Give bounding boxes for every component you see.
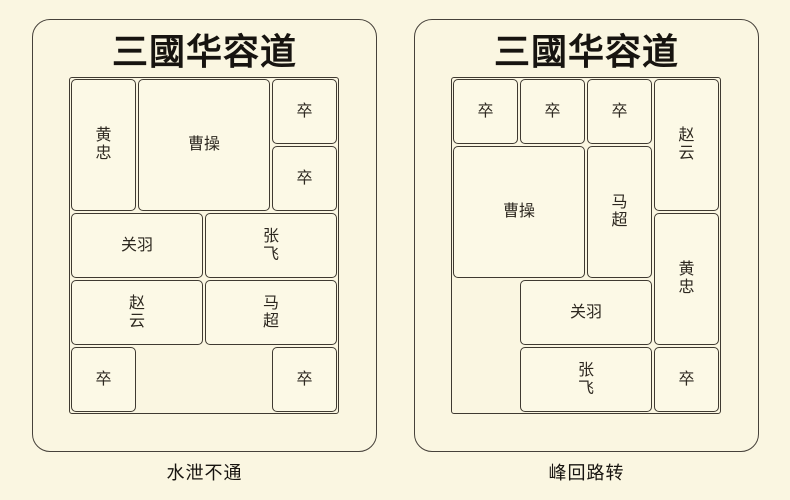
soldier-piece[interactable]: 卒 xyxy=(587,79,652,144)
ma-chao-piece[interactable]: 马 超 xyxy=(587,146,652,278)
guan-yu-piece[interactable]: 关羽 xyxy=(520,280,652,345)
cao-cao-piece[interactable]: 曹操 xyxy=(138,79,270,211)
puzzle-card-right: 三國华容道 卒卒卒赵 云曹操马 超黄 忠关羽张 飞卒 xyxy=(414,19,759,452)
zhang-fei-piece[interactable]: 张 飞 xyxy=(205,213,337,278)
huang-zhong-piece[interactable]: 黄 忠 xyxy=(654,213,719,345)
ma-chao-piece[interactable]: 马 超 xyxy=(205,280,337,345)
zhang-fei-piece[interactable]: 张 飞 xyxy=(520,347,652,412)
soldier-piece[interactable]: 卒 xyxy=(453,79,518,144)
zhao-yun-piece[interactable]: 赵 云 xyxy=(71,280,203,345)
guan-yu-piece[interactable]: 关羽 xyxy=(71,213,203,278)
soldier-piece[interactable]: 卒 xyxy=(520,79,585,144)
klotski-board-left: 黄 忠曹操卒卒关羽张 飞赵 云马 超卒卒 xyxy=(69,77,339,414)
puzzle-section-left: 三國华容道 黄 忠曹操卒卒关羽张 飞赵 云马 超卒卒 水泄不通 xyxy=(32,19,377,485)
layout-caption-right: 峰回路转 xyxy=(548,463,625,483)
puzzle-title: 三國华容道 xyxy=(111,32,297,72)
puzzle-section-right: 三國华容道 卒卒卒赵 云曹操马 超黄 忠关羽张 飞卒 峰回路转 xyxy=(414,19,759,485)
zhao-yun-piece[interactable]: 赵 云 xyxy=(654,79,719,211)
puzzle-title: 三國华容道 xyxy=(493,32,679,72)
klotski-board-right: 卒卒卒赵 云曹操马 超黄 忠关羽张 飞卒 xyxy=(451,77,721,414)
soldier-piece[interactable]: 卒 xyxy=(272,79,337,144)
puzzle-card-left: 三國华容道 黄 忠曹操卒卒关羽张 飞赵 云马 超卒卒 xyxy=(32,19,377,452)
layout-caption-left: 水泄不通 xyxy=(166,463,243,483)
soldier-piece[interactable]: 卒 xyxy=(654,347,719,412)
soldier-piece[interactable]: 卒 xyxy=(272,146,337,211)
cao-cao-piece[interactable]: 曹操 xyxy=(453,146,585,278)
huang-zhong-piece[interactable]: 黄 忠 xyxy=(71,79,136,211)
soldier-piece[interactable]: 卒 xyxy=(272,347,337,412)
soldier-piece[interactable]: 卒 xyxy=(71,347,136,412)
